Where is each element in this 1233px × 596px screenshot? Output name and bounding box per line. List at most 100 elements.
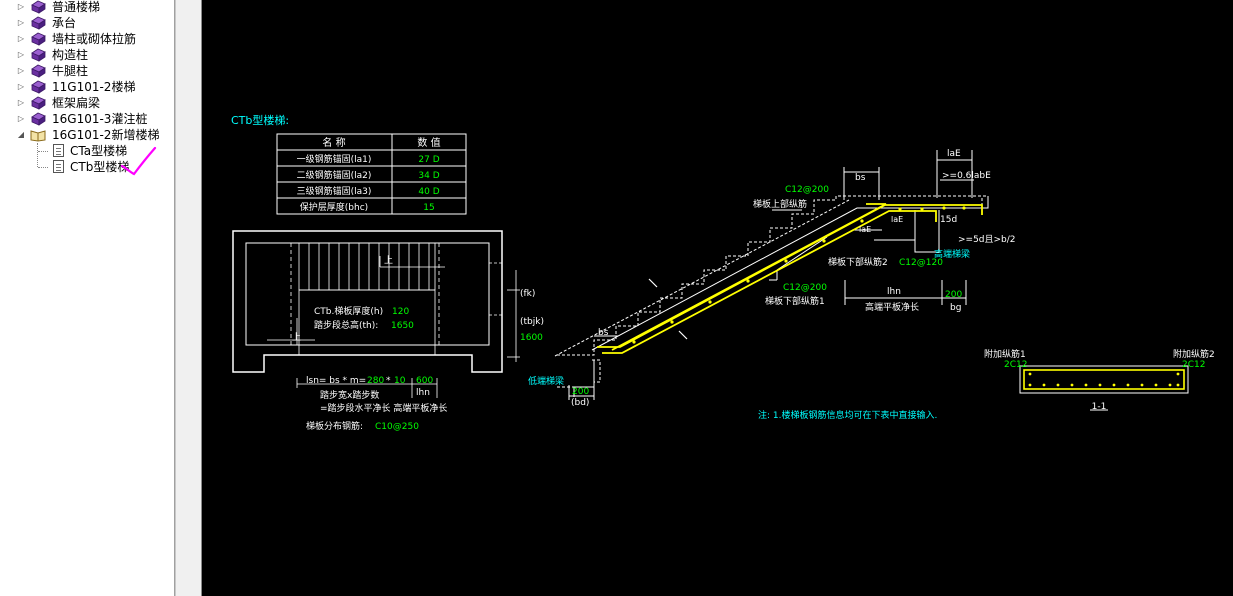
low-end-beam-label: 低端梯梁 xyxy=(528,375,564,387)
plan-lhn-label: lhn xyxy=(416,388,430,398)
tree-item[interactable]: ▷牛腿柱 xyxy=(0,63,174,79)
top-rebar-label: 梯板上部纵筋 xyxy=(753,198,807,210)
tree-item[interactable]: ▷ 11G101-2楼梯 xyxy=(0,79,174,95)
tree-item[interactable]: ▷ 16G101-3灌注桩 xyxy=(0,111,174,127)
plan-formula-prefix: lsn= bs * m= xyxy=(306,376,366,386)
laE-top-label: laE xyxy=(947,149,961,159)
book-icon xyxy=(31,64,46,78)
stair-plan-details xyxy=(262,243,520,398)
tree-guide-branch xyxy=(38,167,48,168)
d15-label: 15d xyxy=(940,215,957,225)
plan-note-length: =踏步段水平净长 高端平板净长 xyxy=(320,402,447,414)
anchor-ratio-label: >=0.6labE xyxy=(942,171,991,181)
table-row-value[interactable]: 34 D xyxy=(418,171,439,181)
tree-item[interactable]: ◢16G101-2新增楼梯 xyxy=(0,127,174,143)
table-row-name: 保护层厚度(bhc) xyxy=(300,201,368,213)
tree-item-label: 承台 xyxy=(52,16,77,30)
stair-section-rebar xyxy=(597,203,983,354)
tree-item-label: 构造柱 xyxy=(52,48,89,62)
open-book-icon xyxy=(30,130,46,142)
table-row-name: 三级钢筋锚固(la3) xyxy=(297,185,372,197)
tree-collapsed-arrow-icon[interactable]: ▷ xyxy=(17,2,25,11)
tree-item-label: 16G101-3灌注桩 xyxy=(52,112,148,126)
tree-collapsed-arrow-icon[interactable]: ▷ xyxy=(17,98,25,107)
tree-item[interactable]: ▷ 墙柱或砌体拉筋 xyxy=(0,31,174,47)
tree-collapsed-arrow-icon[interactable]: ▷ xyxy=(17,66,25,75)
plan-tbjk-label: (tbjk) xyxy=(520,317,544,327)
lower-rebar-1-code[interactable]: C12@200 xyxy=(783,283,827,293)
tree-expanded-arrow-icon[interactable]: ◢ xyxy=(17,130,25,139)
laE-low-label: laE xyxy=(859,225,871,234)
book-icon xyxy=(31,32,46,46)
plan-fk-label: (fk) xyxy=(520,289,535,299)
plan-total-height-label: 踏步段总高(th): xyxy=(314,319,378,331)
tree-item-label: 普通楼梯 xyxy=(52,0,101,14)
bs-low-label: bs xyxy=(598,328,609,338)
lower-rebar-2-code[interactable]: C12@120 xyxy=(899,258,943,268)
table-header-value: 数 值 xyxy=(417,136,440,149)
high-end-beam-label: 高端梯梁 xyxy=(934,248,970,260)
tree-guide-line xyxy=(37,143,38,167)
bs-top-label: bs xyxy=(855,173,866,183)
tree-item-label: 墙柱或砌体拉筋 xyxy=(52,32,137,46)
laE-mid-label: laE xyxy=(891,215,903,224)
plan-slab-thickness-label: CTb.梯板厚度(h) xyxy=(314,305,383,317)
tree-child-label: CTa型楼梯 xyxy=(70,144,128,158)
low-200-value[interactable]: 200 xyxy=(572,387,589,397)
tree-item-label: 11G101-2楼梯 xyxy=(52,80,136,94)
section-cut-markers xyxy=(648,278,688,340)
cross-right-code[interactable]: 2C12 xyxy=(1182,360,1205,370)
drawing-footnote: 注: 1.楼梯板钢筋信息均可在下表中直接输入. xyxy=(758,409,937,421)
table-row-value[interactable]: 15 xyxy=(423,203,434,213)
plan-distribution-label: 梯板分布钢筋: xyxy=(306,420,363,432)
panel-splitter[interactable] xyxy=(175,0,202,596)
bg-label: bg xyxy=(950,303,961,313)
tree-item-label: 框架扁梁 xyxy=(52,96,101,110)
tree-item[interactable]: ▷ 承台 xyxy=(0,15,174,31)
cad-drawing-canvas[interactable]: CTb型楼梯: 名 称 数 值 一级钢筋锚固(la1) 27 D 二级钢筋锚固(… xyxy=(202,0,1233,596)
cross-left-code[interactable]: 2C12 xyxy=(1004,360,1027,370)
book-icon xyxy=(31,96,46,110)
tree-item[interactable]: ▷ 框架扁梁 xyxy=(0,95,174,111)
tree-collapsed-arrow-icon[interactable]: ▷ xyxy=(17,18,25,27)
lower-rebar-2-label: 梯板下部纵筋2 xyxy=(828,256,888,268)
tree-child-item[interactable]: CTb型楼梯 xyxy=(0,159,174,175)
tree-collapsed-arrow-icon[interactable]: ▷ xyxy=(17,34,25,43)
plan-side-value[interactable]: 1600 xyxy=(520,333,543,343)
cross-section-1-1 xyxy=(1019,365,1189,411)
bd-label: (bd) xyxy=(571,398,589,408)
table-row-value[interactable]: 40 D xyxy=(418,187,439,197)
tree-item[interactable]: ▷ 普通楼梯 xyxy=(0,0,174,15)
stair-section-concrete xyxy=(568,150,989,400)
plan-formula-plate-length[interactable]: 600 xyxy=(416,376,433,386)
plan-note-step: 踏步宽x踏步数 xyxy=(320,389,379,401)
tree-child-label: CTb型楼梯 xyxy=(70,160,130,174)
book-icon xyxy=(31,0,46,14)
tree-panel[interactable]: ▷普通楼梯▷承台▷墙柱或砌体拉筋▷构造柱▷牛腿柱▷11G101-2楼梯▷框架扁梁… xyxy=(0,0,175,596)
plate-200-value[interactable]: 200 xyxy=(945,290,962,300)
cross-right-label: 附加纵筋2 xyxy=(1173,348,1215,360)
tree-collapsed-arrow-icon[interactable]: ▷ xyxy=(17,50,25,59)
plan-formula-star: * xyxy=(386,376,391,386)
table-row-name: 一级钢筋锚固(la1) xyxy=(297,153,372,165)
tree-collapsed-arrow-icon[interactable]: ▷ xyxy=(17,82,25,91)
cross-section-dots xyxy=(1028,372,1180,387)
stair-section-rebar-dots xyxy=(632,206,966,344)
plan-total-height-value[interactable]: 1650 xyxy=(391,321,414,331)
cross-section-tag: 1-1 xyxy=(1092,402,1107,412)
plan-formula-step-count[interactable]: 10 xyxy=(394,376,406,386)
tree-item[interactable]: ▷ 构造柱 xyxy=(0,47,174,63)
plan-formula-step-width[interactable]: 280 xyxy=(367,376,384,386)
book-icon xyxy=(31,16,46,30)
lhn-label: lhn xyxy=(887,287,901,297)
table-row-value[interactable]: 27 D xyxy=(418,155,439,165)
stair-section-outline xyxy=(554,195,988,388)
high-plate-length-label: 高端平板净长 xyxy=(865,301,919,313)
top-rebar-code[interactable]: C12@200 xyxy=(785,185,829,195)
tree-collapsed-arrow-icon[interactable]: ▷ xyxy=(17,114,25,123)
tree-child-item[interactable]: CTa型楼梯 xyxy=(0,143,174,159)
checkmark-annotation-icon xyxy=(120,146,157,176)
table-header-name: 名 称 xyxy=(322,136,345,149)
plan-distribution-value[interactable]: C10@250 xyxy=(375,422,419,432)
plan-slab-thickness-value[interactable]: 120 xyxy=(392,307,409,317)
